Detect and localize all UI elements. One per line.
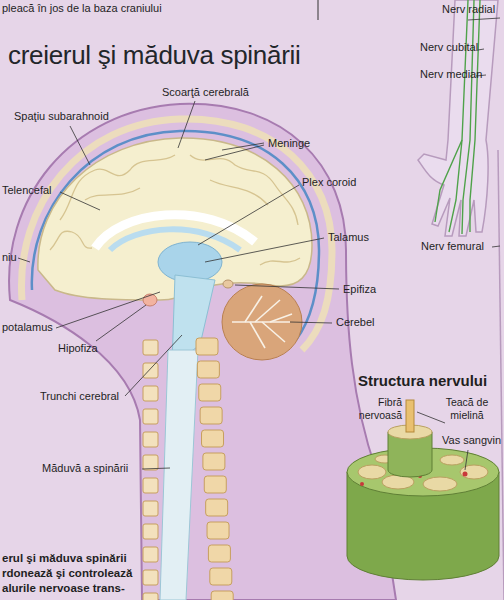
vertebral-body xyxy=(143,547,158,562)
vertebral-body xyxy=(143,363,158,378)
part-label: Talamus xyxy=(328,231,369,244)
part-label: erul şi măduva spinării xyxy=(2,552,127,566)
vertebra xyxy=(207,522,229,539)
part-label: Scoarţă cerebrală xyxy=(162,86,249,99)
vertebral-body xyxy=(143,478,158,493)
part-label: Cerebel xyxy=(336,316,375,329)
vertebra xyxy=(206,499,228,516)
part-label: niu xyxy=(2,251,17,264)
part-label: Spaţiu subarahnoid xyxy=(14,110,109,123)
part-label: Telencefal xyxy=(2,184,52,197)
part-label: Meninge xyxy=(268,137,310,150)
part-label: Nerv cubital xyxy=(420,41,478,54)
part-label: Nerv radial xyxy=(442,3,495,16)
vertebral-body xyxy=(143,501,158,516)
part-label: Nerv femural xyxy=(421,240,484,253)
pineal xyxy=(223,280,233,288)
arm-outline xyxy=(418,0,498,236)
part-label: Epifiza xyxy=(343,283,376,296)
vertebra xyxy=(203,453,225,470)
vertebral-body xyxy=(143,340,158,355)
part-label: potalamus xyxy=(2,321,53,334)
part-label: Vas sangvin xyxy=(442,434,501,447)
vertebra xyxy=(202,430,224,447)
vertebral-body xyxy=(143,524,158,539)
nerve-fiber xyxy=(406,400,414,432)
part-label: Trunchi cerebral xyxy=(40,390,119,403)
arm-nerves xyxy=(435,0,480,234)
vertebral-body xyxy=(143,432,158,447)
vertebral-body xyxy=(143,409,158,424)
vertebra xyxy=(197,361,219,378)
thalamus xyxy=(158,242,222,282)
page-title: creierul şi măduva spinării xyxy=(8,40,300,71)
vertebral-body xyxy=(143,593,158,600)
vertebral-body xyxy=(143,386,158,401)
part-label: Teacă de mielină xyxy=(434,396,500,421)
vertebral-body xyxy=(143,570,158,585)
part-label: alurile nervoase trans- xyxy=(2,582,125,596)
part-label: Măduvă a spinării xyxy=(42,462,128,475)
vertebra xyxy=(204,476,226,493)
part-label: Plex coroid xyxy=(302,176,356,189)
vertebra xyxy=(200,407,222,424)
vertebra xyxy=(208,545,230,562)
head-outline xyxy=(9,104,396,600)
arbor-vitae xyxy=(232,296,292,348)
part-label: Fibră nervoasă xyxy=(350,396,402,421)
vertebra xyxy=(199,384,221,401)
part-label: rdonează şi controlează xyxy=(2,567,132,581)
part-label: Hipofiza xyxy=(58,342,98,355)
vertebral-body xyxy=(143,455,158,470)
vertebra xyxy=(196,338,218,355)
vertebra xyxy=(211,591,233,600)
spinal-cord xyxy=(160,350,198,600)
vertebral-column xyxy=(143,338,233,600)
leader-lines xyxy=(18,18,500,470)
part-label: Structura nervului xyxy=(358,372,487,390)
part-label: Nerv median xyxy=(420,68,482,81)
divider-line xyxy=(318,0,319,20)
vertebra xyxy=(210,568,232,585)
part-label: pleacă în jos de la baza craniului xyxy=(2,2,162,15)
